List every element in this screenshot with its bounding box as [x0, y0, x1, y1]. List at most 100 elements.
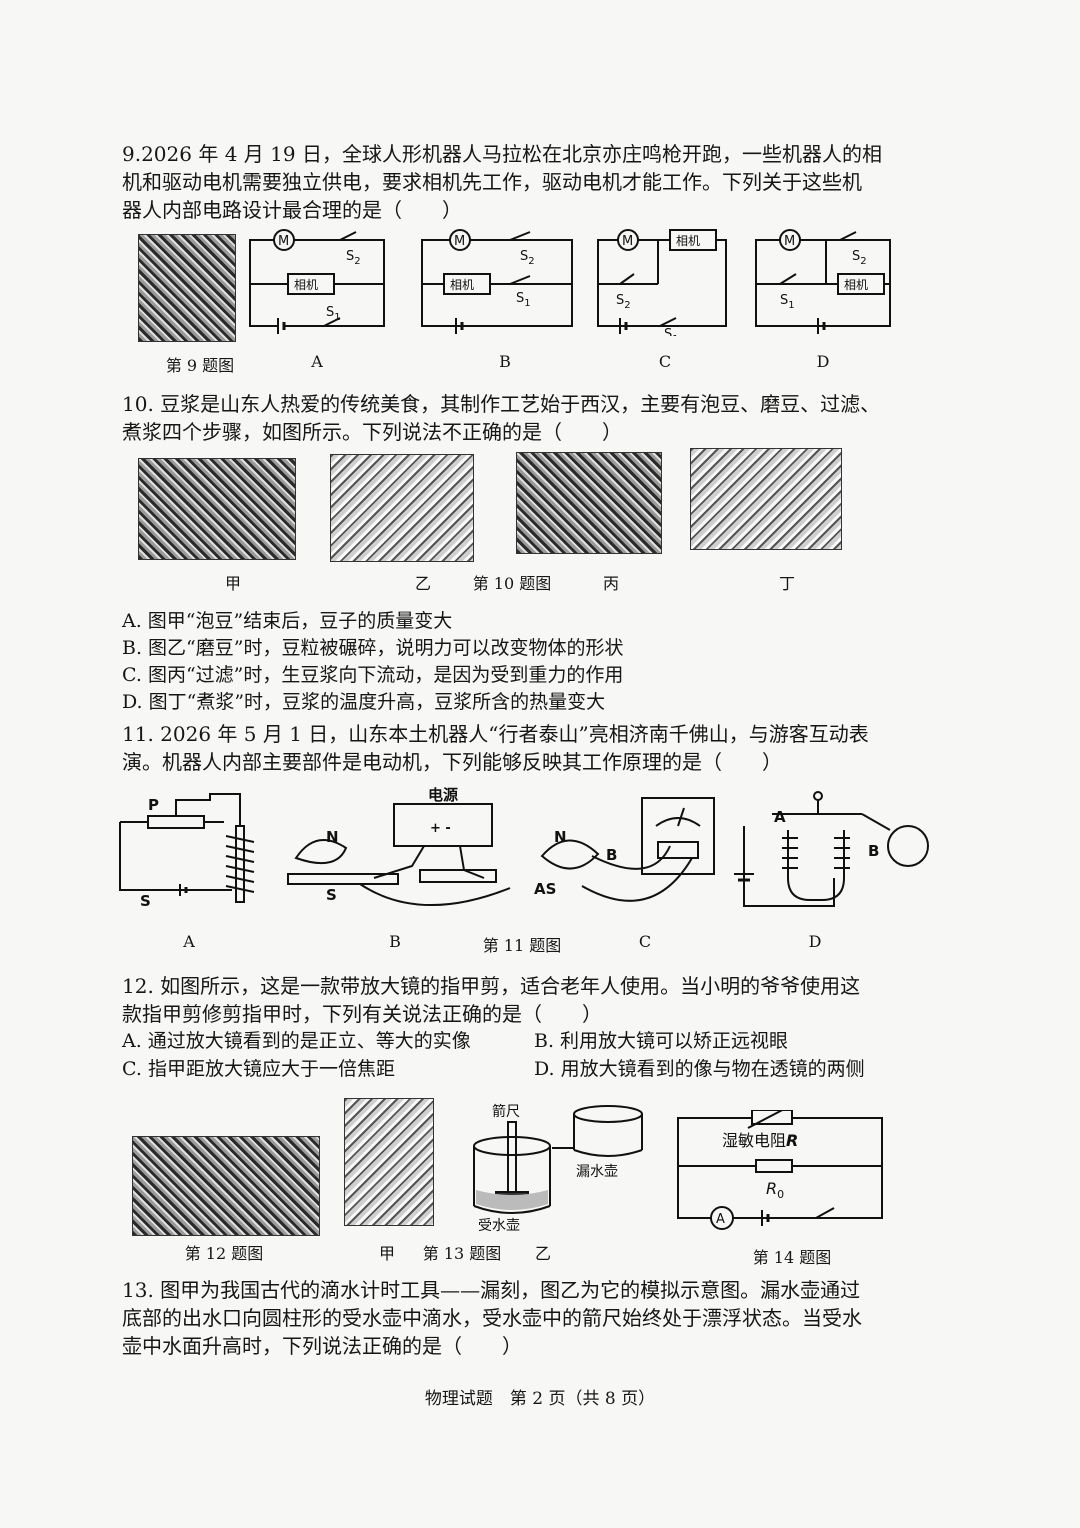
q9-label-a: A	[311, 352, 323, 371]
question-11: 11. 2026 年 5 月 1 日，山东本土机器人“行者泰山”亮相济南千佛山，…	[122, 720, 898, 776]
q13-line-3: 壶中水面升高时，下列说法正确的是（ ）	[122, 1334, 522, 1358]
q14-r0-sub: 0	[777, 1188, 784, 1201]
q13-model-diagram: 箭尺 漏水壶 受水壶	[473, 1103, 643, 1234]
q9c-s1-sub: 1	[672, 334, 678, 336]
q11d-a: A	[774, 808, 786, 826]
q9d-s1-letter: S	[780, 293, 788, 308]
q10-option-b: B. 图乙“磨豆”时，豆粒被碾碎，说明力可以改变物体的形状	[122, 637, 624, 659]
q14-r0: R0	[766, 1179, 784, 1201]
q9a-s1: S1	[326, 305, 341, 323]
q9b-s2-sub: 2	[528, 256, 534, 267]
question-13: 13. 图甲为我国古代的滴水计时工具——漏刻，图乙为它的模拟示意图。漏水壶通过 …	[122, 1276, 898, 1360]
q10-line-1: 10. 豆浆是山东人热爱的传统美食，其制作工艺始于西汉，主要有泡豆、磨豆、过滤、	[122, 392, 881, 416]
q13-arrow-ruler: 箭尺	[492, 1103, 520, 1120]
q10-label-yi: 乙	[414, 574, 431, 593]
q9d-s1: S1	[780, 293, 795, 311]
q9c-s1-letter: S	[664, 327, 672, 336]
q9-line-3: 器人内部电路设计最合理的是（ ）	[122, 198, 462, 222]
q9b-s2: S2	[520, 249, 535, 267]
page-footer: 物理试题 第 2 页（共 8 页）	[424, 1389, 656, 1409]
q9b-s1-letter: S	[516, 291, 524, 306]
q11b-power: 电源	[428, 786, 458, 804]
q9-fig-caption: 第 9 题图	[165, 356, 235, 375]
q9-line-1: 9.2026 年 4 月 19 日，全球人形机器人马拉松在北京亦庄鸣枪开跑，一些…	[122, 142, 882, 166]
q10-photo-filtering	[516, 452, 662, 554]
q9a-s2-sub: 2	[354, 256, 360, 267]
q11-line-2: 演。机器人内部主要部件是电动机，下列能够反映其工作原理的是（ ）	[122, 750, 782, 774]
q9d-s2: S2	[852, 249, 867, 267]
q10-label-jia: 甲	[224, 574, 241, 593]
q10-line-2: 煮浆四个步骤，如图所示。下列说法不正确的是（ ）	[122, 420, 622, 444]
q10-photo-grinding	[330, 454, 474, 562]
q13-clepsydra-photo	[344, 1098, 434, 1226]
q10-photo-soaking	[138, 458, 296, 560]
q13-receive-pot: 受水壶	[478, 1218, 520, 1234]
question-12: 12. 如图所示，这是一款带放大镜的指甲剪，适合老年人使用。当小明的爷爷使用这 …	[122, 972, 898, 1028]
q9d-s2-sub: 2	[860, 256, 866, 267]
q9a-s2-letter: S	[346, 249, 354, 264]
question-9: 9.2026 年 4 月 19 日，全球人形机器人马拉松在北京亦庄鸣枪开跑，一些…	[122, 140, 898, 224]
q11a-s: S	[140, 892, 151, 910]
q12-line-1: 12. 如图所示，这是一款带放大镜的指甲剪，适合老年人使用。当小明的爷爷使用这	[122, 974, 861, 998]
q9a-motor: M	[278, 234, 289, 249]
q9c-motor: M	[622, 234, 633, 249]
q11b-s: S	[326, 886, 337, 904]
q14-r0-letter: R	[766, 1179, 777, 1198]
q9b-s1-sub: 1	[524, 298, 530, 309]
q14-circuit-diagram: 湿敏电阻R R0 A	[677, 1110, 883, 1230]
q9-label-b: B	[499, 352, 511, 371]
q12-nail-clipper-photo	[132, 1136, 320, 1236]
q11-label-d: D	[808, 932, 822, 951]
q12-fig-caption: 第 12 题图	[184, 1244, 264, 1263]
q10-fig-caption: 第 10 题图	[472, 574, 552, 593]
q11c-n: N	[554, 828, 567, 846]
q12-option-c: C. 指甲距放大镜应大于一倍焦距	[122, 1058, 395, 1080]
q14-ammeter: A	[716, 1212, 725, 1227]
q9d-camera: 相机	[844, 278, 868, 292]
q9c-camera: 相机	[676, 234, 700, 248]
question-10: 10. 豆浆是山东人热爱的传统美食，其制作工艺始于西汉，主要有泡豆、磨豆、过滤、…	[122, 390, 898, 446]
q9-circuit-options: M 相机 S2 S1 M 相机 S2 S1 M 相机 S2 S1 M 相机 S2…	[249, 229, 891, 336]
q9c-s1: S1	[664, 327, 679, 336]
q12-option-a: A. 通过放大镜看到的是正立、等大的实像	[122, 1030, 471, 1052]
q13-line-1: 13. 图甲为我国古代的滴水计时工具——漏刻，图乙为它的模拟示意图。漏水壶通过	[122, 1278, 861, 1302]
q11-label-a: A	[183, 932, 195, 951]
q13-line-2: 底部的出水口向圆柱形的受水壶中滴水，受水壶中的箭尺始终处于漂浮状态。当受水	[122, 1306, 862, 1330]
q9b-motor: M	[454, 234, 465, 249]
q12-option-b: B. 利用放大镜可以矫正远视眼	[534, 1030, 789, 1052]
q9a-s1-sub: 1	[334, 312, 340, 323]
q14-r-letter: R	[786, 1131, 798, 1150]
q11-line-1: 11. 2026 年 5 月 1 日，山东本土机器人“行者泰山”亮相济南千佛山，…	[122, 722, 869, 746]
q9-label-c: C	[658, 352, 672, 371]
q9c-s2-letter: S	[616, 293, 624, 308]
q9d-s2-letter: S	[852, 249, 860, 264]
q10-option-a: A. 图甲“泡豆”结束后，豆子的质量变大	[122, 610, 453, 632]
q9a-camera: 相机	[294, 278, 318, 292]
q9d-s1-sub: 1	[788, 300, 794, 311]
q10-option-c: C. 图丙“过滤”时，生豆浆向下流动，是因为受到重力的作用	[122, 664, 624, 686]
q9a-s2: S2	[346, 249, 361, 267]
q10-label-bing: 丙	[602, 574, 619, 593]
q11-label-c: C	[638, 932, 652, 951]
q9-robot-photo	[138, 234, 236, 342]
q14-humidity-label: 湿敏电阻	[722, 1131, 786, 1150]
q9c-s2: S2	[616, 293, 631, 311]
q11c-as: AS	[534, 880, 556, 898]
q13-label-jia: 甲	[378, 1244, 395, 1263]
q9-label-d: D	[816, 352, 830, 371]
q13-leak-pot: 漏水壶	[576, 1164, 618, 1180]
q10-photo-boiling	[690, 448, 842, 550]
q13-label-yi: 乙	[534, 1244, 551, 1263]
q11c-b: B	[606, 846, 617, 864]
q14-fig-caption: 第 14 题图	[752, 1248, 832, 1267]
q10-option-d: D. 图丁“煮浆”时，豆浆的温度升高，豆浆所含的热量变大	[122, 691, 606, 713]
q9b-s2-letter: S	[520, 249, 528, 264]
q9c-s2-sub: 2	[624, 300, 630, 311]
q9d-motor: M	[784, 234, 795, 249]
q11-label-b: B	[389, 932, 401, 951]
q12-line-2: 款指甲剪修剪指甲时，下列有关说法正确的是（ ）	[122, 1002, 602, 1026]
q11-fig-caption: 第 11 题图	[482, 936, 562, 955]
q11a-p: P	[148, 796, 159, 814]
q9b-s1: S1	[516, 291, 531, 309]
